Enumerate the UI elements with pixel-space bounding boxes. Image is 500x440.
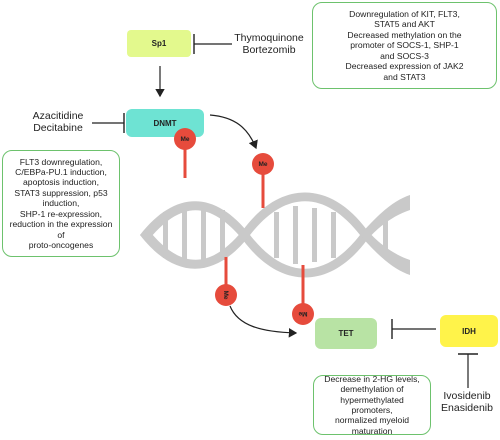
dna-helix [140, 192, 410, 278]
idh-effect-line: hypermethylated promoters, [340, 394, 404, 415]
tet-node: TET [315, 318, 377, 349]
idh-effects-box: Decrease in 2-HG levels, demethylation o… [313, 373, 431, 436]
idh-node: IDH [440, 315, 498, 347]
idh-effect-line: demethylation of [340, 384, 404, 395]
sp1-effect-line: Downregulation of KIT, FLT3, [349, 9, 460, 20]
dnmt-effect-line: FLT3 downregulation, [19, 156, 103, 167]
dnmt-effect-line: proto-oncogenes [28, 239, 94, 250]
dnmt-methyl-arrow [209, 114, 258, 150]
sp1-effect-line: STAT5 and AKT [374, 19, 435, 30]
methyl-lower: Me [215, 284, 237, 306]
idh-effect-line: Decrease in 2-HG levels, [324, 373, 420, 384]
sp1-effect-line: and SOCS-3 [380, 50, 429, 61]
sp1-drug-labels: Thymoquinone Bortezomib [234, 32, 304, 56]
dnmt-drug-labels: Azacitidine Decitabine [24, 110, 92, 134]
drug-azacitidine: Azacitidine [32, 110, 84, 122]
methyl-tet: Me [292, 303, 314, 325]
dnmt-effect-line: induction, [42, 198, 80, 209]
dnmt-effect-line: reduction in the expression of [9, 219, 113, 240]
dnmt-effect-line: STAT3 suppression, p53 [14, 187, 108, 198]
dnmt-effect-line: apoptosis induction, [23, 177, 99, 188]
drug-thymoquinone: Thymoquinone [234, 32, 304, 44]
drug-decitabine: Decitabine [33, 122, 83, 134]
sp1-node: Sp1 [127, 30, 191, 57]
idh-drug-labels: Ivosidenib Enasidenib [434, 390, 500, 414]
drug-ivosidenib: Ivosidenib [443, 390, 491, 402]
sp1-effect-line: promoter of SOCS-1, SHP-1 [350, 40, 459, 51]
dnmt-effects-box: FLT3 downregulation, C/EBPa-PU.1 inducti… [2, 150, 120, 257]
sp1-effect-line: and STAT3 [383, 71, 426, 82]
idh-effect-line: normalized myeloid maturation [334, 415, 410, 436]
drug-enasidenib: Enasidenib [441, 402, 493, 414]
sp1-effect-line: Decreased methylation on the [347, 29, 462, 40]
drug-bortezomib: Bortezomib [242, 44, 296, 56]
methyl-tet-arrow [229, 305, 298, 338]
sp1-effect-line: Decreased expression of JAK2 [345, 61, 464, 72]
methyl-upper: Me [252, 153, 274, 175]
methyl-dnmt: Me [174, 128, 196, 150]
dnmt-effect-line: SHP-1 re-expression, [19, 208, 103, 219]
sp1-effects-box: Downregulation of KIT, FLT3, STAT5 and A… [312, 2, 497, 89]
dnmt-effect-line: C/EBPa-PU.1 induction, [15, 167, 107, 178]
